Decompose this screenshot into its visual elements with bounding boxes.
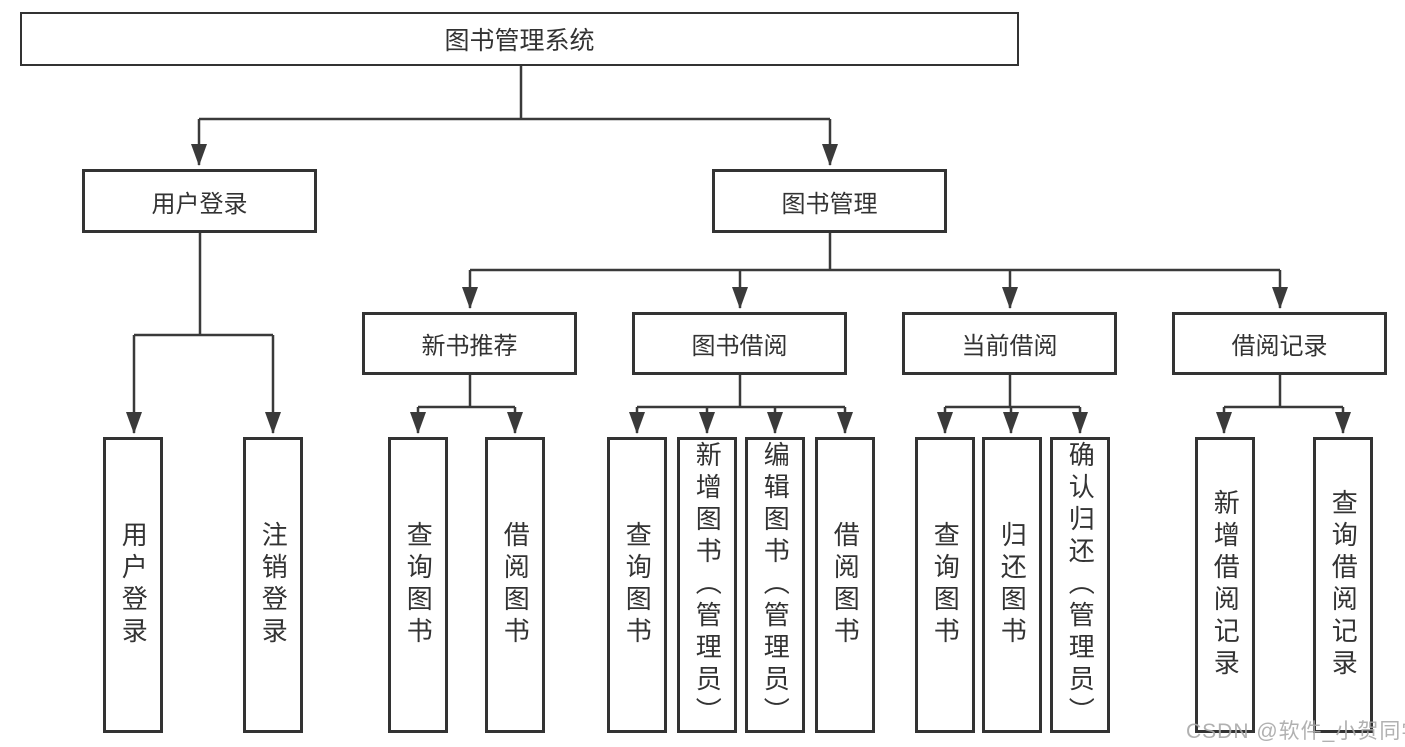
node-book-borrowing-label: 图书借阅: [691, 333, 788, 360]
node-br-add-record-label: 新增借阅记录: [1210, 489, 1241, 681]
node-cb-query-books-label: 查询图书: [930, 521, 961, 649]
node-bb-borrow-books-label: 借阅图书: [830, 521, 861, 649]
node-cb-confirm-return-admin-label: 确认归还（管理员）: [1065, 441, 1096, 729]
node-root: 图书管理系统: [20, 12, 1019, 66]
node-bb-edit-books-admin-label: 编辑图书（管理员）: [760, 441, 791, 729]
node-br-query-record-label: 查询借阅记录: [1328, 489, 1359, 681]
node-new-book-recommend-label: 新书推荐: [421, 333, 518, 360]
node-user-login: 用户登录: [82, 169, 317, 233]
node-bb-query-books: 查询图书: [607, 437, 667, 733]
node-new-book-recommend: 新书推荐: [362, 312, 577, 375]
node-cb-return-books: 归还图书: [982, 437, 1042, 733]
watermark-text: CSDN @软件_小贺同学: [1186, 720, 1405, 743]
node-br-add-record: 新增借阅记录: [1195, 437, 1255, 733]
node-cb-confirm-return-admin: 确认归还（管理员）: [1050, 437, 1110, 733]
node-book-management-label: 图书管理: [781, 190, 878, 218]
node-root-label: 图书管理系统: [444, 27, 595, 55]
node-leaf-logout-label: 注销登录: [258, 521, 289, 649]
node-br-query-record: 查询借阅记录: [1313, 437, 1373, 733]
node-book-management: 图书管理: [712, 169, 947, 233]
node-bb-add-books-admin-label: 新增图书（管理员）: [692, 441, 723, 729]
node-nb-borrow-books: 借阅图书: [485, 437, 545, 733]
node-bb-query-books-label: 查询图书: [622, 521, 653, 649]
node-book-borrowing: 图书借阅: [632, 312, 847, 375]
node-borrowing-records: 借阅记录: [1172, 312, 1387, 375]
node-nb-borrow-books-label: 借阅图书: [500, 521, 531, 649]
node-leaf-user-login-label: 用户登录: [118, 521, 149, 649]
node-leaf-user-login: 用户登录: [103, 437, 163, 733]
node-current-borrowing-label: 当前借阅: [961, 333, 1058, 360]
node-current-borrowing: 当前借阅: [902, 312, 1117, 375]
node-bb-add-books-admin: 新增图书（管理员）: [677, 437, 737, 733]
node-user-login-label: 用户登录: [151, 190, 248, 218]
node-nb-query-books-label: 查询图书: [403, 521, 434, 649]
node-leaf-logout: 注销登录: [243, 437, 303, 733]
node-nb-query-books: 查询图书: [388, 437, 448, 733]
node-cb-return-books-label: 归还图书: [997, 521, 1028, 649]
node-bb-borrow-books: 借阅图书: [815, 437, 875, 733]
node-bb-edit-books-admin: 编辑图书（管理员）: [745, 437, 805, 733]
node-borrowing-records-label: 借阅记录: [1231, 333, 1328, 360]
node-cb-query-books: 查询图书: [915, 437, 975, 733]
